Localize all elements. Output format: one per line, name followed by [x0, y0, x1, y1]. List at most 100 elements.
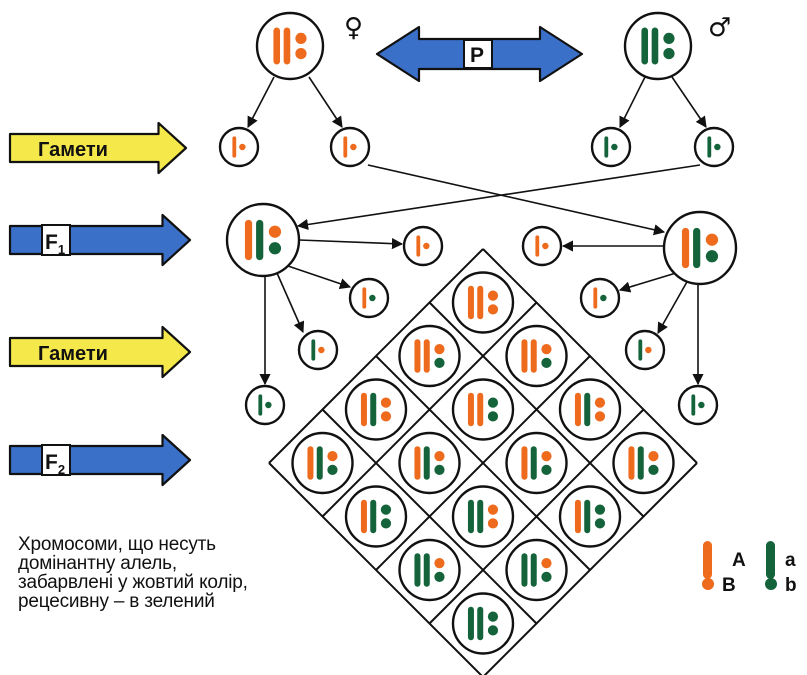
chromosome-bar-dominant — [574, 499, 581, 534]
f2-cell — [291, 431, 354, 495]
f2-cell — [398, 431, 461, 495]
chromosome-dot-recessive — [705, 250, 719, 263]
cell-membrane — [521, 225, 563, 267]
chromosome-dot-recessive — [487, 611, 499, 622]
grid-line-a — [483, 462, 698, 675]
chromosome-bar-dominant — [307, 446, 314, 480]
chromosome-bar-dominant — [244, 219, 253, 261]
legend-label: B — [722, 575, 736, 596]
chromosome-dot-dominant — [239, 143, 246, 151]
chromosome-dot-dominant — [434, 558, 445, 569]
f2-cell — [505, 431, 568, 495]
chromosome-dot-dominant — [350, 143, 357, 151]
chromosome-dot-recessive — [434, 357, 445, 368]
chromosome-bar-dominant — [681, 227, 690, 269]
chromosome-dot-dominant — [541, 451, 552, 462]
chromosome-dot-recessive — [541, 464, 552, 475]
chromosome-dot-dominant — [594, 397, 606, 408]
chromosome-bar-dominant — [360, 499, 367, 534]
cell-membrane — [218, 126, 260, 168]
punnett-grid — [268, 248, 698, 675]
chromosome-bar-recessive — [691, 394, 696, 416]
parents-double-arrow: P — [375, 25, 584, 83]
caption-text: Хромосоми, що несуть домінантну алель, з… — [18, 534, 248, 612]
chromosome-bar-recessive — [530, 446, 537, 480]
chromosome-dot-dominant — [487, 518, 499, 529]
chromosome-bar-recessive — [467, 499, 474, 534]
chromosome-bar-recessive — [521, 553, 528, 587]
f1-label-box — [41, 224, 71, 256]
chromosome-bar-recessive — [316, 446, 323, 480]
arrow-shape — [8, 325, 192, 379]
p-label: P — [470, 44, 484, 67]
arrow-f1-gamete-right-3 — [657, 279, 689, 334]
chromosome-dot-dominant — [541, 558, 552, 569]
chromosome-dot-recessive — [663, 47, 675, 60]
cell-membrane — [693, 126, 735, 168]
f1-gamete-cell — [348, 277, 390, 319]
chromosome-dot-recessive — [487, 625, 499, 636]
f2-cell — [505, 324, 568, 388]
chromosome-bar-recessive — [423, 553, 430, 587]
chromosome-bar-recessive — [414, 553, 421, 587]
chromosome-dot-dominant — [318, 346, 325, 354]
cell-membrane — [624, 329, 666, 371]
chromosome-dot-dominant — [487, 290, 499, 301]
arrow-female-gamete-1 — [247, 76, 275, 128]
f1-gamete-cell — [579, 277, 621, 319]
chromosome-dot-recessive — [663, 32, 675, 45]
legend-item-a: a — [766, 541, 796, 579]
f1-arrow: F1 — [8, 213, 192, 267]
chromosome-bar-recessive — [370, 499, 377, 534]
chromosome-bar-recessive — [477, 499, 484, 534]
f1-cell-left — [225, 202, 301, 278]
chromosome-dot-dominant — [705, 233, 719, 246]
female-parent-cell — [255, 11, 325, 81]
legend-item-A: A — [703, 541, 746, 579]
chromosome-dot-dominant — [594, 411, 606, 422]
cell-membrane — [297, 329, 339, 371]
chromosome-dot-dominant — [648, 451, 659, 462]
cell-membrane — [590, 126, 632, 168]
cell-membrane — [579, 277, 621, 319]
chromosome-dot-recessive — [487, 411, 499, 422]
f1-gamete-cell — [624, 329, 666, 371]
legend-bar-swatch — [766, 541, 775, 579]
arrow-f1-gamete-right-2 — [618, 272, 677, 293]
legend-bar-swatch — [703, 541, 712, 579]
chromosome-bar-recessive — [584, 499, 591, 534]
chromosome-dot-dominant — [423, 242, 430, 250]
chromosome-dot-dominant — [541, 344, 552, 355]
gametes-arrow-2: Гамети — [8, 325, 192, 379]
f1-gamete-cell — [677, 384, 719, 426]
chromosome-bar-recessive — [370, 392, 377, 427]
f2-cell — [505, 538, 568, 602]
cell-membrane — [329, 126, 371, 168]
chromosome-dot-recessive — [594, 504, 606, 515]
chromosome-dot-dominant — [487, 504, 499, 515]
legend-dot-swatch — [702, 578, 714, 590]
gametes-label-1: Гамети — [38, 139, 108, 161]
f2-cell — [344, 485, 408, 548]
chromosome-bar-dominant — [283, 27, 291, 65]
cell-membrane — [348, 277, 390, 319]
f2-subscript: 2 — [58, 462, 65, 477]
chromosome-bar-dominant — [360, 392, 367, 427]
chromosome-dot-recessive — [648, 464, 659, 475]
chromosome-bar-dominant — [273, 27, 281, 65]
male-parent-cell — [623, 11, 693, 81]
f2-label-box — [41, 444, 71, 476]
chromosome-bar-dominant — [628, 446, 635, 480]
chromosome-dot-dominant — [380, 411, 392, 422]
chromosome-bar-recessive — [584, 392, 591, 427]
chromosome-bar-dominant — [593, 287, 598, 309]
parent-gamete-cell — [218, 126, 260, 168]
chromosome-dot-recessive — [594, 518, 606, 529]
p-label-box — [463, 39, 493, 69]
grid-line-a — [428, 408, 645, 625]
chromosome-dot-dominant — [487, 304, 499, 315]
f2-cell — [451, 485, 515, 548]
